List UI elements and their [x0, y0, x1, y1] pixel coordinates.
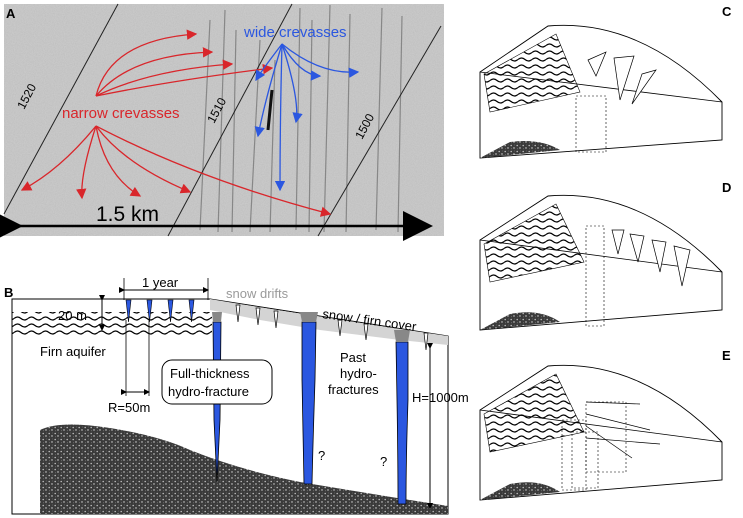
past-fracture-1 — [301, 321, 317, 485]
surface-notches — [235, 304, 429, 351]
panel-letter-c: C — [722, 4, 732, 19]
aquifer-label: Firn aquifer — [40, 344, 106, 359]
panel-b: B — [4, 275, 469, 515]
past-fracture-2 — [395, 341, 409, 505]
past-label-line2: hydro- — [340, 366, 377, 381]
block-d-dashed — [585, 225, 605, 327]
block-d-aquifer — [483, 203, 585, 283]
panel-letter-d: D — [722, 180, 731, 195]
spacing-label: R=50m — [108, 400, 150, 415]
firn-aquifer — [12, 312, 212, 336]
fracture-snow-plug — [212, 312, 222, 322]
panel-letter-a: A — [6, 6, 16, 21]
block-c-dashed — [575, 95, 607, 153]
panel-d: D — [479, 180, 731, 331]
scale-label: 1.5 km — [96, 203, 159, 226]
wide-crevasse-arrows — [254, 43, 360, 192]
block-c-bed — [480, 141, 560, 158]
block-e-fractures — [585, 401, 661, 459]
block-e-dashed — [561, 401, 627, 491]
question-mark-1: ? — [318, 448, 325, 463]
snow-drifts-label: snow drifts — [226, 286, 289, 301]
past-fracture-1-plug — [300, 312, 318, 322]
snow-cover — [210, 299, 448, 345]
elevation-contours — [3, 3, 442, 237]
block-e-bed — [480, 482, 560, 500]
past-label-line1: Past — [340, 350, 366, 365]
fracture-label-line1: Full-thickness — [170, 366, 250, 381]
panel-e: E — [479, 348, 731, 501]
block-d-bed — [480, 312, 560, 330]
small-crevasses — [125, 299, 195, 323]
crevasse-streaks — [199, 4, 403, 233]
narrow-crevasse-arrows — [20, 29, 332, 217]
block-c-crevasses — [587, 51, 657, 105]
fracture-label-box — [161, 359, 273, 405]
panel-c: C — [479, 4, 732, 159]
panel-letter-e: E — [722, 348, 731, 363]
thickness-label: H=1000m — [412, 390, 469, 405]
past-label-line3: fractures — [328, 382, 379, 397]
block-c-aquifer — [483, 33, 581, 113]
wide-crevasses-label: wide crevasses — [243, 24, 347, 41]
depth-label: 20 m — [58, 308, 87, 323]
past-fracture-2-plug — [394, 330, 410, 342]
dark-crevasse — [266, 89, 274, 131]
panel-letter-b: B — [4, 285, 13, 300]
narrow-crevasses-label: narrow crevasses — [62, 105, 180, 122]
bedrock — [40, 424, 448, 514]
year-label: 1 year — [142, 275, 179, 290]
block-d-crevasses — [611, 229, 691, 287]
panel-a: 1520 1510 1500 narrow crevasses wide cre… — [0, 3, 444, 241]
fracture-label-line2: hydro-fracture — [168, 384, 249, 399]
question-mark-2: ? — [380, 454, 387, 469]
